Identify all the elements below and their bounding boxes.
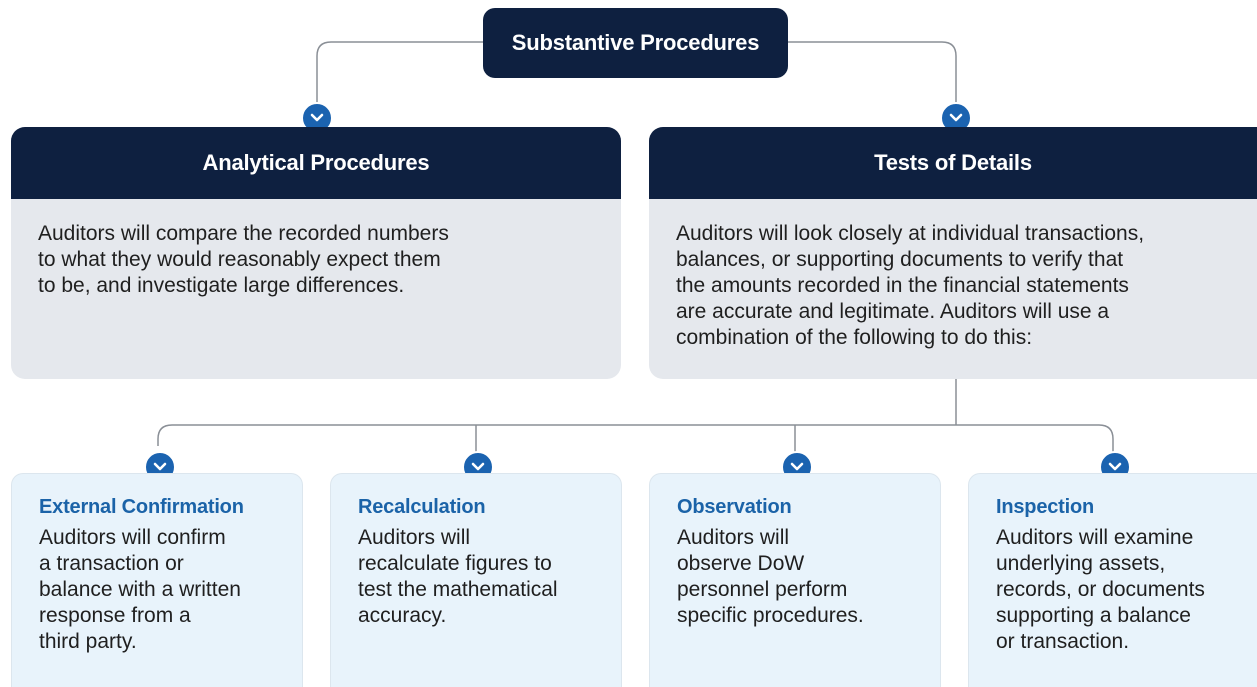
description-line: records, or documents (996, 578, 1205, 601)
description-line: recalculate figures to (358, 552, 552, 575)
description-line: observe DoW (677, 552, 805, 575)
description-line: underlying assets, (996, 552, 1166, 575)
branch-header: Tests of Details (649, 127, 1257, 199)
method-description: Auditors will examine underlying assets,… (996, 525, 1257, 655)
description-line: are accurate and legitimate. Auditors wi… (676, 300, 1110, 323)
method-title: Inspection (996, 496, 1095, 518)
method-description: Auditors will observe DoW personnel perf… (677, 525, 940, 629)
branch-header: Analytical Procedures (11, 127, 621, 199)
method-title: Observation (677, 496, 792, 518)
method-title: Recalculation (358, 496, 486, 518)
description-line: Auditors will compare the recorded numbe… (38, 222, 449, 245)
description-line: Auditors will (677, 526, 790, 549)
description-line: a transaction or (39, 552, 184, 575)
description-line: accuracy. (358, 604, 447, 627)
description-line: Auditors will look closely at individual… (676, 222, 1145, 245)
method-description: Auditors will confirm a transaction or b… (39, 525, 302, 655)
description-line: the amounts recorded in the financial st… (676, 274, 1129, 297)
root-node-substantive-procedures: Substantive Procedures (483, 8, 788, 78)
description-line: Auditors will confirm (39, 526, 226, 549)
description-line: combination of the following to do this: (676, 326, 1033, 349)
description-line: Auditors will (358, 526, 471, 549)
description-line: personnel perform (677, 578, 848, 601)
branch-description: Auditors will look closely at individual… (649, 199, 1257, 351)
root-title: Substantive Procedures (511, 30, 760, 55)
method-description: Auditors will recalculate figures to tes… (358, 525, 621, 629)
description-line: balance with a written (39, 578, 241, 601)
method-card-external-confirmation: External Confirmation Auditors will conf… (11, 473, 303, 687)
method-card-observation: Observation Auditors will observe DoW pe… (649, 473, 941, 687)
branch-description: Auditors will compare the recorded numbe… (11, 199, 621, 299)
method-card-inspection: Inspection Auditors will examine underly… (968, 473, 1257, 687)
description-line: supporting a balance (996, 604, 1191, 627)
description-line: test the mathematical (358, 578, 558, 601)
branch-card-tests-of-details: Tests of Details Auditors will look clos… (649, 127, 1257, 379)
description-line: specific procedures. (677, 604, 864, 627)
description-line: third party. (39, 630, 137, 653)
method-title: External Confirmation (39, 496, 244, 518)
description-line: to be, and investigate large differences… (38, 274, 405, 297)
branch-card-analytical-procedures: Analytical Procedures Auditors will comp… (11, 127, 621, 379)
description-line: response from a (39, 604, 191, 627)
description-line: Auditors will examine (996, 526, 1194, 549)
description-line: or transaction. (996, 630, 1130, 653)
description-line: balances, or supporting documents to ver… (676, 248, 1124, 271)
method-card-recalculation: Recalculation Auditors will recalculate … (330, 473, 622, 687)
description-line: to what they would reasonably expect the… (38, 248, 441, 271)
